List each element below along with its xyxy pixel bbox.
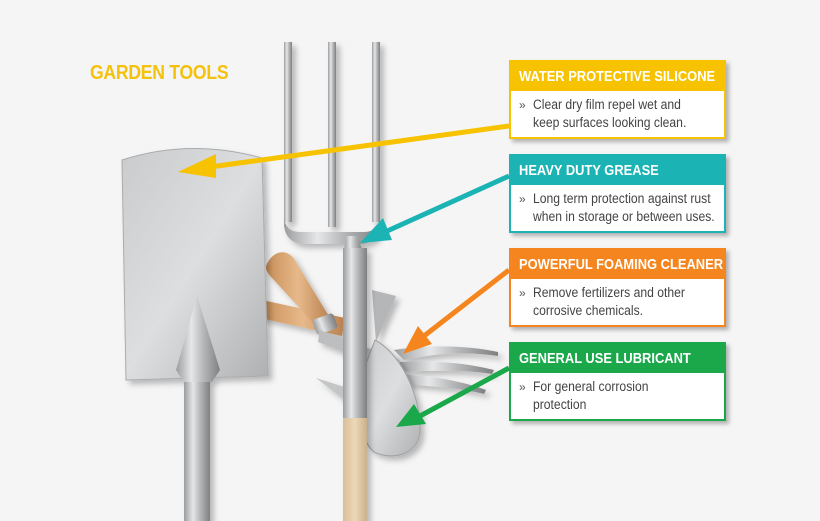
callout-general-use-lubricant: GENERAL USE LUBRICANT » For general corr… (509, 342, 726, 421)
callout-description: » For general corrosion protection (519, 379, 649, 412)
page-title: GARDEN TOOLS (90, 62, 229, 84)
arrow-powerful-foaming-cleaner (403, 268, 511, 354)
callout-heading: HEAVY DUTY GREASE (511, 156, 724, 185)
callout-heavy-duty-grease: HEAVY DUTY GREASE » Long term protection… (509, 154, 726, 233)
wooden-handles (260, 252, 345, 336)
bullet-icon: » (519, 192, 526, 206)
callout-description: » Long term protection against rust when… (519, 191, 715, 224)
callout-water-protective-silicone: WATER PROTECTIVE SILICONE » Clear dry fi… (509, 60, 726, 139)
bullet-icon: » (519, 286, 526, 300)
bullet-icon: » (519, 98, 526, 112)
arrow-heavy-duty-grease (360, 173, 511, 243)
digging-fork (284, 42, 380, 521)
arrow-water-protective-silicone (178, 123, 510, 178)
callout-arrows (178, 123, 511, 427)
callout-heading: POWERFUL FOAMING CLEANER (511, 250, 724, 279)
callout-heading: GENERAL USE LUBRICANT (511, 344, 724, 373)
spade (121, 147, 269, 521)
callout-description: » Remove fertilizers and other corrosive… (519, 285, 685, 318)
callout-heading: WATER PROTECTIVE SILICONE (511, 62, 724, 91)
callout-powerful-foaming-cleaner: POWERFUL FOAMING CLEANER » Remove fertil… (509, 248, 726, 327)
bullet-icon: » (519, 380, 526, 394)
callout-description: » Clear dry film repel wet and keep surf… (519, 97, 687, 130)
arrow-general-use-lubricant (396, 365, 511, 427)
